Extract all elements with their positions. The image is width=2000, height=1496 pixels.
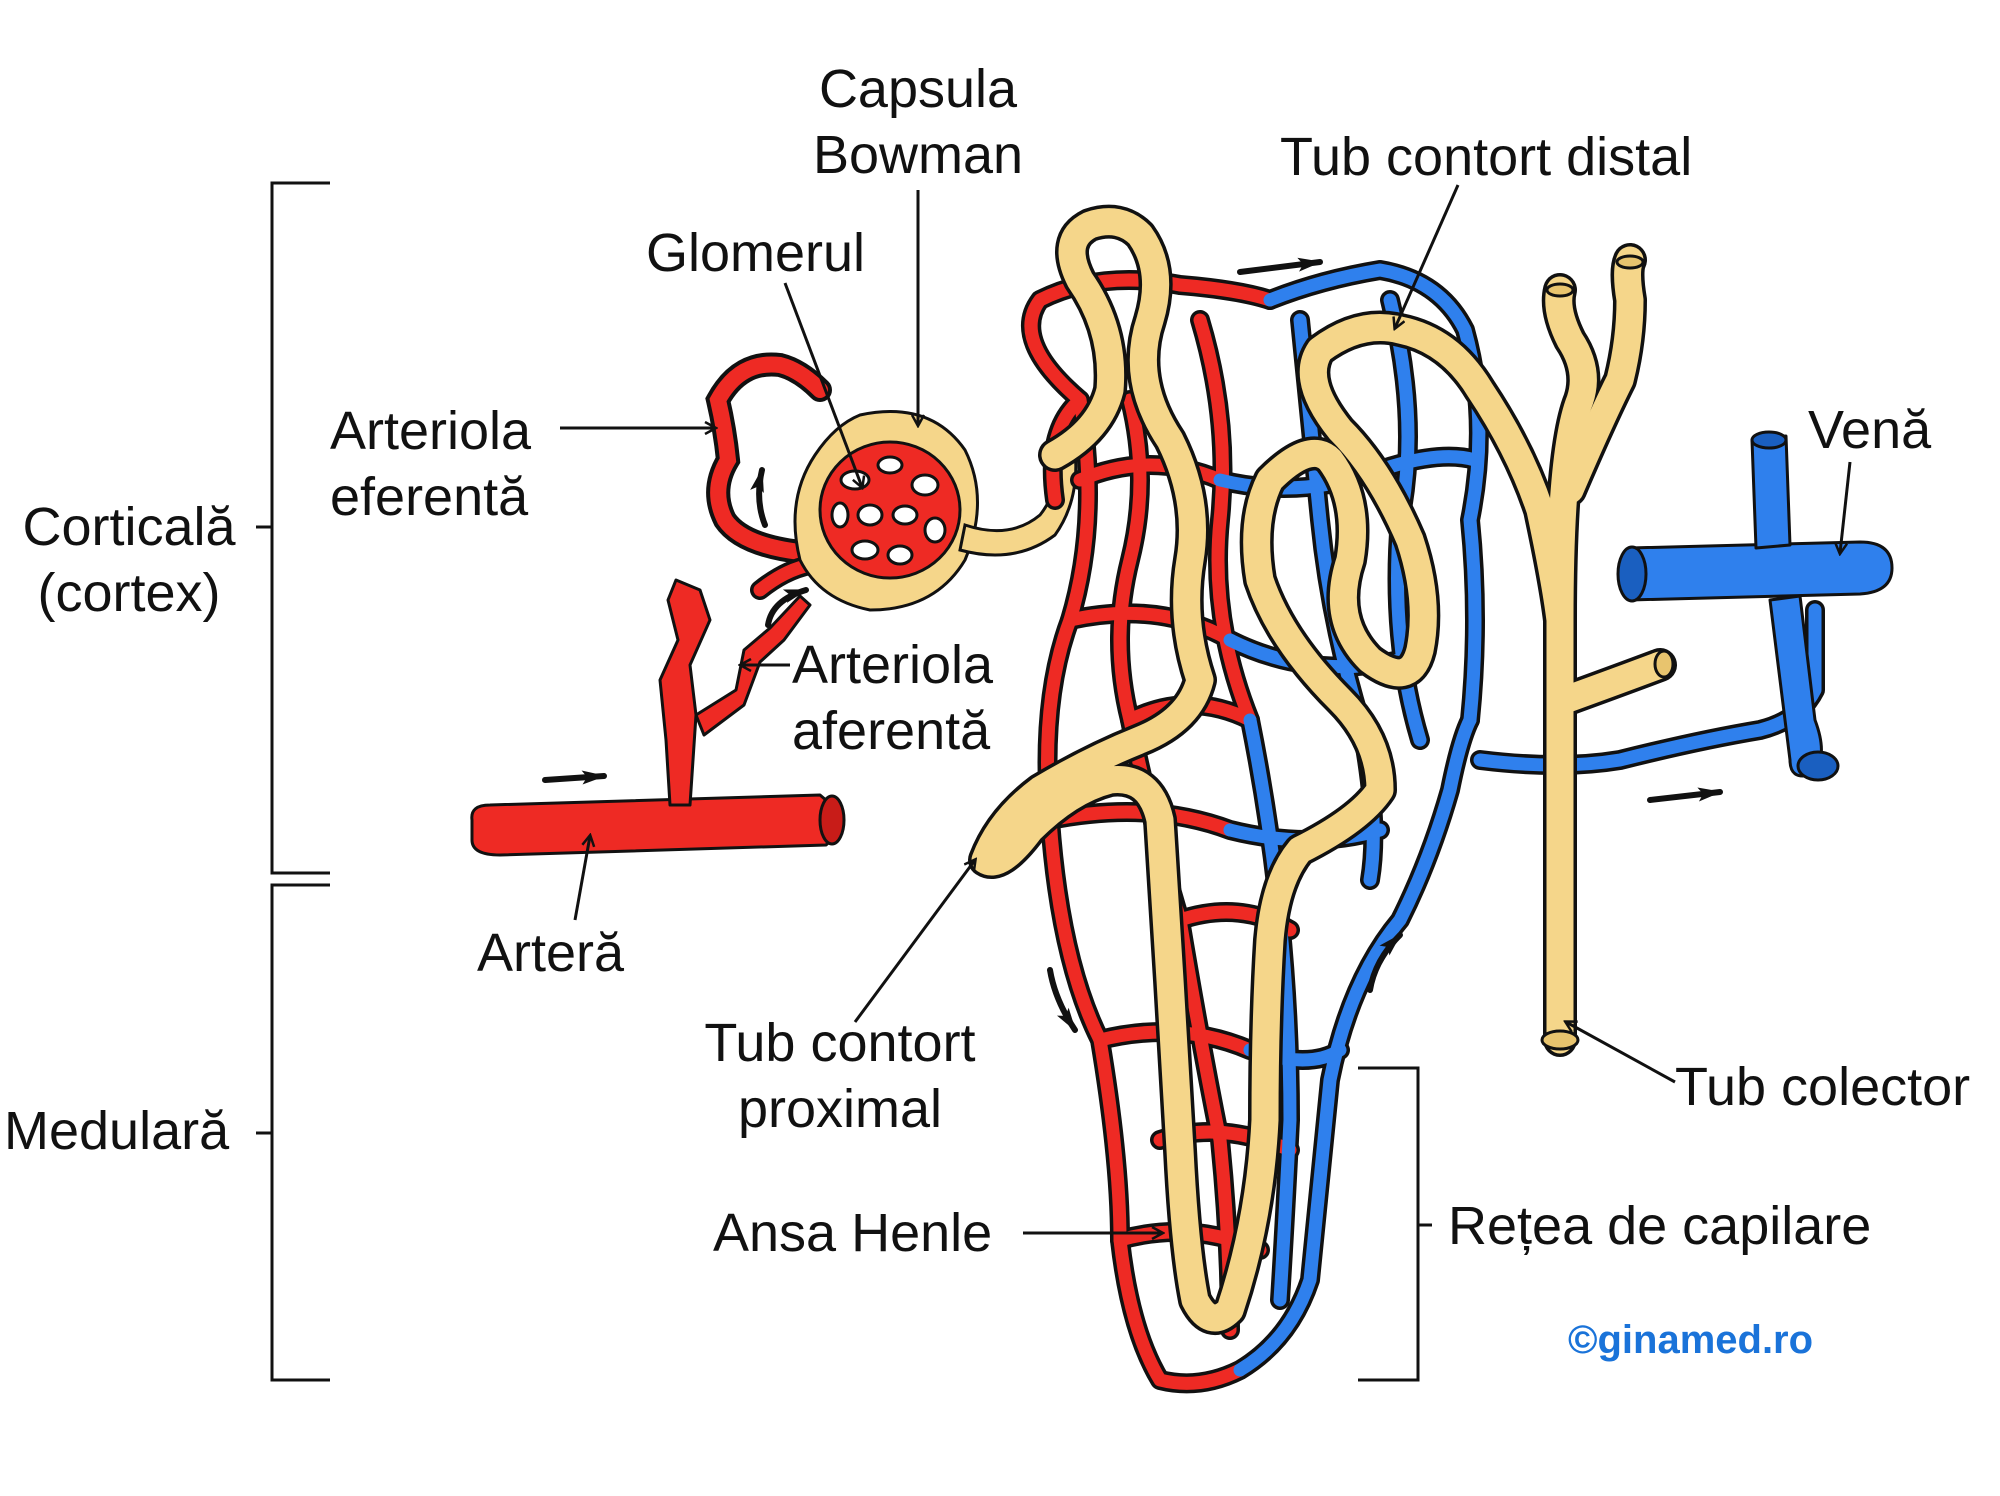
tubule-system xyxy=(968,204,1677,1335)
flow-arrow-afferent xyxy=(765,587,809,628)
flow-arrow-artery xyxy=(542,770,607,785)
leader-tub-colector xyxy=(1566,1022,1676,1084)
label-corticala-line2: (cortex) xyxy=(37,563,221,623)
label-tub-contort-distal: Tub contort distal xyxy=(1280,127,1693,187)
leader-artera xyxy=(573,836,590,921)
artery-vessel xyxy=(470,578,846,857)
label-arteriola-aferenta-line2: aferentă xyxy=(792,701,991,761)
label-ansa-henle: Ansa Henle xyxy=(713,1203,993,1263)
label-arteriola-aferenta: Arteriola aferentă xyxy=(792,632,993,764)
flow-arrow-top xyxy=(1237,257,1323,275)
label-retea-capilare: Rețea de capilare xyxy=(1448,1196,1872,1256)
leader-tub-contort-distal xyxy=(1395,184,1460,328)
label-arteriola-eferenta: Arteriola eferentă xyxy=(330,398,531,530)
leader-lines xyxy=(560,184,1852,1233)
label-capsula-line2: Bowman xyxy=(812,125,1024,185)
label-corticala-line1: Corticală xyxy=(22,497,236,557)
label-capsula-bowman: Capsula Bowman xyxy=(790,56,1046,188)
leader-glomerul xyxy=(783,282,862,487)
label-arteriola-eferenta-line1: Arteriola xyxy=(330,401,532,461)
label-capsula-line1: Capsula xyxy=(818,59,1018,119)
label-arteriola-eferenta-line2: eferentă xyxy=(330,467,529,527)
capillary-network-bracket xyxy=(1358,1066,1432,1382)
label-tub-contort-proximal: Tub contort proximal xyxy=(680,1010,1000,1142)
medulla-bracket xyxy=(256,883,330,1382)
flow-arrows xyxy=(542,257,1723,1033)
glomerular-link xyxy=(750,555,820,600)
vein-vessel xyxy=(1616,430,1894,782)
flow-arrow-ascending xyxy=(1367,932,1403,993)
label-artera: Arteră xyxy=(477,923,625,983)
flow-arrow-vein xyxy=(1647,787,1723,803)
label-corticala: Corticală (cortex) xyxy=(4,494,254,626)
label-arteriola-aferenta-line1: Arteriola xyxy=(792,635,994,695)
credit-watermark: ©ginamed.ro xyxy=(1568,1318,1814,1362)
label-tub-contort-proximal-line1: Tub contort xyxy=(704,1013,976,1073)
flow-arrow-efferent xyxy=(750,467,768,528)
glomerulus xyxy=(818,440,962,580)
leader-tub-contort-proximal xyxy=(853,860,975,1023)
label-tub-colector: Tub colector xyxy=(1675,1057,1971,1117)
label-tub-contort-proximal-line2: proximal xyxy=(737,1079,943,1139)
efferent-arteriole xyxy=(705,352,832,564)
flow-arrow-descending xyxy=(1047,967,1078,1033)
leader-vena xyxy=(1840,461,1852,553)
label-vena: Venă xyxy=(1808,400,1932,460)
label-medulara: Medulară xyxy=(4,1101,230,1161)
label-glomerul: Glomerul xyxy=(646,223,866,283)
cortex-bracket xyxy=(256,181,330,875)
